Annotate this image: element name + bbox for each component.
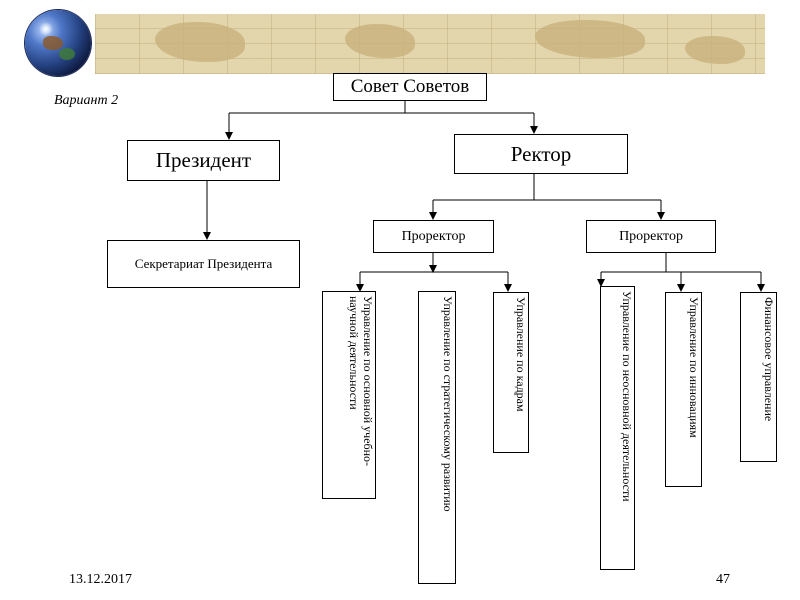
node-dept-finance: Финансовое управление	[740, 292, 777, 462]
node-label: Ректор	[510, 141, 572, 166]
node-label: Секретариат Президента	[134, 256, 273, 271]
node-dept-nonmain: Управление по неосновной деятельности	[600, 286, 635, 570]
node-label: Управление по кадрам	[514, 297, 528, 412]
variant-label: Вариант 2	[54, 93, 119, 108]
node-rector: Ректор	[454, 134, 628, 174]
node-dept-hr: Управление по кадрам	[493, 292, 529, 453]
map-landmass	[535, 20, 645, 58]
node-label: Проректор	[619, 228, 683, 244]
node-dept-strategy: Управление по стратегическому развитию	[418, 291, 456, 584]
node-label: Совет Советов	[350, 76, 470, 97]
footer-page-number: 47	[716, 572, 730, 587]
node-label: Финансовое управление	[762, 297, 776, 422]
footer-date: 13.12.2017	[69, 572, 132, 587]
node-dept-main-edu: Управление по основной учебно-научной де…	[322, 291, 376, 499]
node-prorector-left: Проректор	[373, 220, 494, 253]
node-label: Проректор	[401, 228, 466, 244]
globe-logo	[25, 10, 91, 76]
map-landmass	[155, 22, 245, 62]
node-label: Управление по основной учебно-научной де…	[347, 296, 375, 467]
header-banner-world-map	[95, 14, 765, 74]
node-label: Управление по неосновной деятельности	[620, 291, 634, 502]
node-dept-innovation: Управление по инновациям	[665, 292, 702, 487]
node-secretariat: Секретариат Президента	[107, 240, 300, 288]
node-council: Совет Советов	[333, 73, 487, 101]
node-label: Управление по стратегическому развитию	[441, 296, 455, 512]
node-label: Президент	[155, 148, 252, 172]
map-landmass	[685, 36, 745, 64]
node-president: Президент	[127, 140, 280, 181]
node-label: Управление по инновациям	[687, 297, 701, 438]
node-prorector-right: Проректор	[586, 220, 716, 253]
map-landmass	[345, 24, 415, 58]
